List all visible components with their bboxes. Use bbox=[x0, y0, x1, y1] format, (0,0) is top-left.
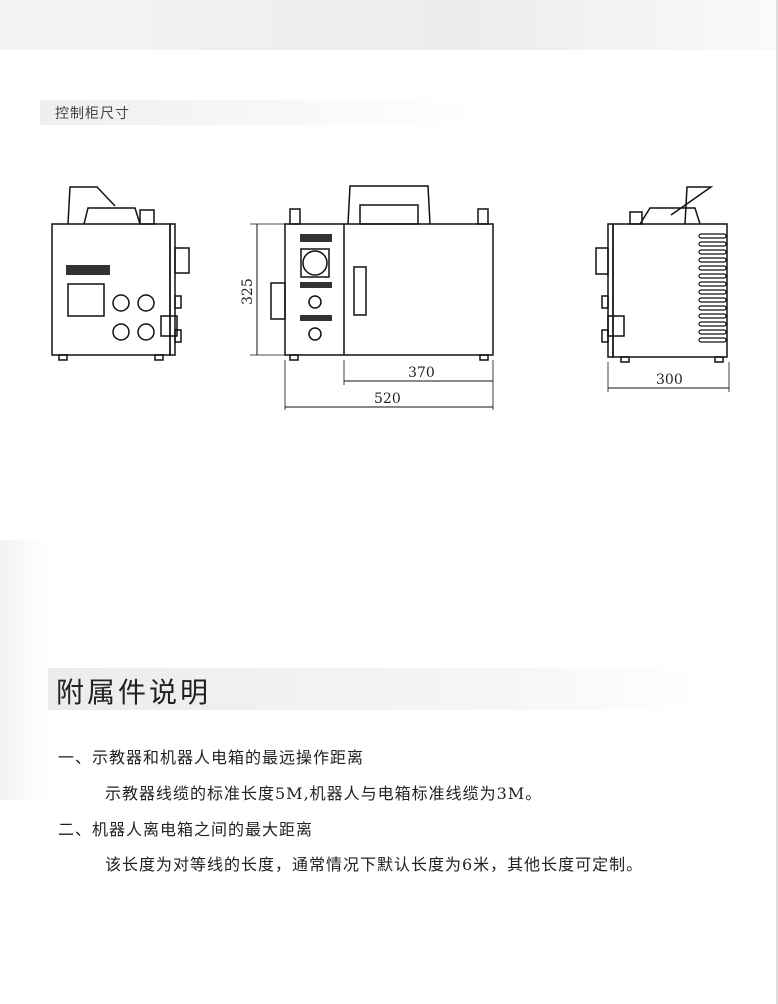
item-title-1: 一、示教器和机器人电箱的最远操作距离 bbox=[58, 748, 365, 767]
section-heading: 附属件说明 bbox=[56, 676, 212, 709]
dim-depth: 300 bbox=[656, 372, 683, 388]
header-band bbox=[0, 0, 778, 50]
item-title-2: 二、机器人离电箱之间的最大距离 bbox=[58, 820, 314, 839]
side-shade bbox=[0, 540, 48, 800]
cabinet-front-view bbox=[250, 185, 494, 410]
item-body-2: 该长度为对等线的长度，通常情况下默认长度为6米，其他长度可定制。 bbox=[105, 855, 644, 874]
dim-total-width: 520 bbox=[374, 391, 401, 407]
section-label: 控制柜尺寸 bbox=[55, 106, 130, 122]
heading-band bbox=[48, 668, 700, 710]
dim-door-width: 370 bbox=[408, 365, 435, 381]
cabinet-left-view bbox=[51, 186, 190, 361]
page-edge bbox=[776, 0, 778, 1004]
item-body-1: 示教器线缆的标准长度5M,机器人与电箱标准线缆为3M。 bbox=[105, 784, 543, 803]
section-band bbox=[40, 100, 480, 125]
cabinet-side-view bbox=[595, 186, 730, 392]
dim-height: 325 bbox=[240, 278, 256, 305]
